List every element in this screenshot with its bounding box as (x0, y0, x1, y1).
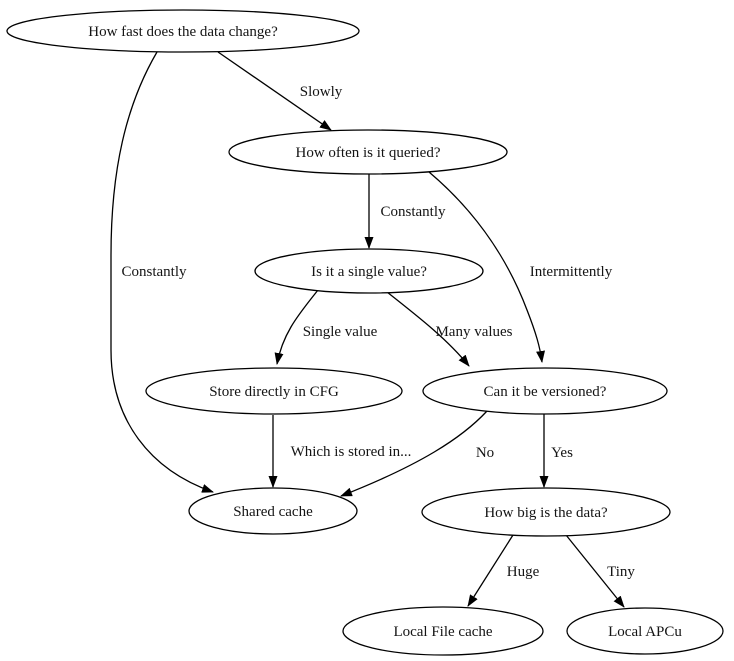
node-versioned: Can it be versioned? (422, 367, 668, 415)
edge-versioned-to-shared-cache (340, 410, 488, 497)
node-single-value-label: Is it a single value? (311, 264, 427, 280)
node-local-file-ellipse (342, 606, 544, 656)
node-local-apcu-ellipse (566, 607, 724, 655)
edge-label-constantly: Constantly (380, 204, 446, 220)
edge-layer (110, 51, 625, 608)
node-local-file-label: Local File cache (393, 624, 492, 640)
node-how-often-label: How often is it queried? (296, 145, 441, 161)
node-how-big: How big is the data? (421, 487, 671, 537)
edge-label-layer: Slowly Constantly Constantly Intermitten… (121, 84, 635, 580)
edge-label-no: No (476, 445, 494, 461)
node-how-often-ellipse (228, 129, 508, 175)
edge-how-fast-to-shared-cache (110, 51, 214, 493)
edge-single-value-to-versioned (386, 291, 470, 367)
node-how-big-label: How big is the data? (484, 505, 608, 521)
edge-label-many-values: Many values (435, 324, 512, 340)
node-how-fast-ellipse (6, 9, 360, 53)
node-single-value-ellipse (254, 248, 484, 294)
edge-label-intermittently: Intermittently (530, 264, 613, 280)
edge-label-which-is-stored-in: Which is stored in... (291, 444, 412, 460)
edge-label-yes: Yes (551, 445, 573, 461)
edge-label-tiny: Tiny (607, 564, 635, 580)
edge-how-often-to-versioned (428, 171, 546, 363)
node-local-apcu-label: Local APCu (608, 624, 682, 640)
node-single-value: Is it a single value? (254, 248, 484, 294)
edge-single-value-to-store-cfg (274, 289, 319, 365)
node-versioned-label: Can it be versioned? (484, 384, 607, 400)
node-local-file: Local File cache (342, 606, 544, 656)
edge-label-huge: Huge (507, 564, 540, 580)
node-how-fast: How fast does the data change? (6, 9, 360, 53)
node-store-cfg: Store directly in CFG (145, 367, 403, 415)
node-versioned-ellipse (422, 367, 668, 415)
edge-label-single-value: Single value (303, 324, 378, 340)
node-how-fast-label: How fast does the data change? (88, 24, 278, 40)
edge-label-constantly-left: Constantly (121, 264, 187, 280)
node-shared-cache-label: Shared cache (233, 504, 313, 520)
edge-how-fast-to-how-often (217, 51, 332, 131)
node-store-cfg-label: Store directly in CFG (209, 384, 339, 400)
node-layer: How fast does the data change? How often… (6, 9, 724, 656)
node-how-big-ellipse (421, 487, 671, 537)
node-store-cfg-ellipse (145, 367, 403, 415)
edge-label-slowly: Slowly (300, 84, 343, 100)
edge-how-big-to-local-apcu (565, 534, 625, 608)
node-shared-cache-ellipse (188, 487, 358, 535)
edge-how-big-to-local-file (467, 534, 514, 607)
node-local-apcu: Local APCu (566, 607, 724, 655)
node-how-often: How often is it queried? (228, 129, 508, 175)
node-shared-cache: Shared cache (188, 487, 358, 535)
